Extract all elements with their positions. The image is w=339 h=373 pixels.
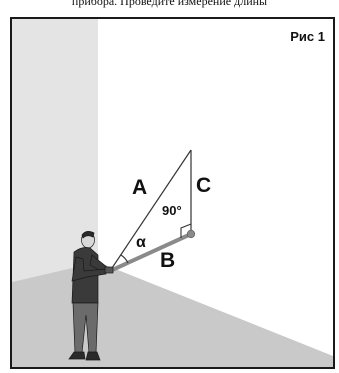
- target-point: [186, 229, 196, 239]
- angle-alpha-arc: [120, 254, 129, 264]
- figure-label: Рис 1: [290, 29, 325, 44]
- floor: [12, 262, 333, 367]
- segment-b-label: B: [160, 249, 176, 272]
- figure-frame: Рис 1 A C B 90° α: [10, 17, 335, 369]
- top-caption-text: прибора. Проведите измерение длины: [71, 0, 268, 8]
- left-wall: [12, 19, 98, 282]
- right-angle-label: 90°: [162, 203, 182, 218]
- segment-a-label: A: [132, 176, 148, 199]
- person-figure: [68, 231, 114, 361]
- right-angle-marker: [180, 223, 192, 238]
- segment-c-label: C: [196, 174, 212, 197]
- laser-beam-b: [108, 232, 193, 273]
- room-illustration: [12, 19, 333, 367]
- segment-a-line: [109, 149, 192, 272]
- angle-alpha-label: α: [136, 234, 146, 251]
